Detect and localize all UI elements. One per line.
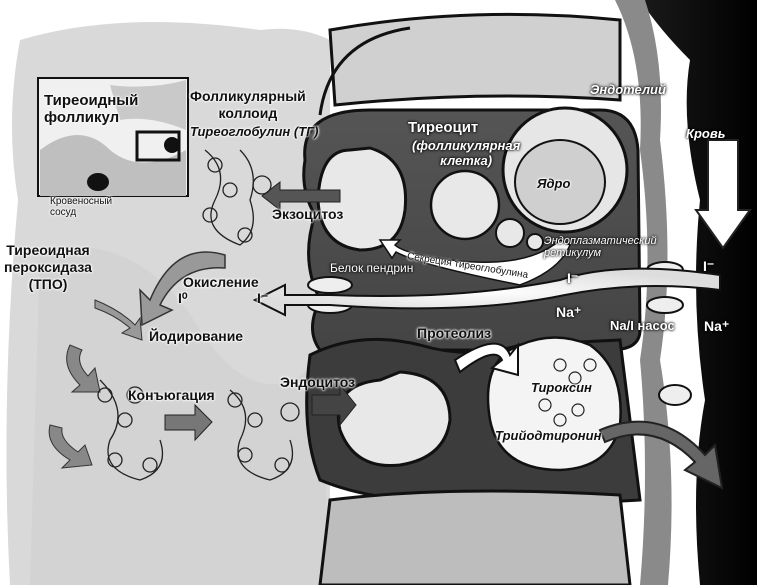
nai-pump-label: Na/I насос bbox=[610, 318, 675, 334]
endothelium-label: Эндотелий bbox=[590, 82, 666, 98]
thyroglobulin-label: Тиреоглобулин (ТГ) bbox=[190, 124, 318, 140]
sodium-left-label: Na⁺ bbox=[556, 304, 581, 320]
iodine-zero-label: I⁰ bbox=[178, 290, 188, 306]
oxidation-label: Окисление bbox=[183, 274, 259, 290]
bottom-cell-boundary bbox=[320, 491, 630, 585]
iodination-label: Йодирование bbox=[149, 328, 243, 344]
blood-label: Кровь bbox=[686, 126, 725, 142]
iodide-left-label: I⁻ bbox=[257, 290, 268, 306]
thyrocyte-sub-label: (фолликулярная клетка) bbox=[412, 138, 520, 168]
follicle-label: Тиреоидный фолликул bbox=[44, 92, 138, 126]
thyroxine-label: Тироксин bbox=[531, 380, 592, 396]
exocytosis-label: Экзоцитоз bbox=[272, 206, 343, 222]
conjugation-label: Конъюгация bbox=[128, 387, 215, 403]
er-label: Эндоплазматический ретикулум bbox=[544, 235, 657, 259]
iodide-mid-label: I⁻ bbox=[567, 270, 578, 286]
endocytosis-vesicle bbox=[338, 372, 450, 466]
nucleus-label: Ядро bbox=[537, 176, 570, 192]
upper-cell-boundary bbox=[330, 14, 620, 105]
iodide-right-label: I⁻ bbox=[703, 258, 714, 274]
triiodothyronine-label: Трийодтиронин bbox=[495, 428, 601, 444]
endocytosis-label: Эндоцитоз bbox=[280, 374, 355, 390]
thyrocyte-label: Тиреоцит bbox=[408, 120, 478, 136]
sodium-right-label: Na⁺ bbox=[704, 318, 729, 334]
hormone-channel bbox=[659, 385, 691, 405]
colloid-label: Фолликулярный коллоид bbox=[190, 88, 306, 122]
blood-vessel-inset-label: Кровеносный сосуд bbox=[50, 196, 112, 218]
pendrin-label: Белок пендрин bbox=[330, 262, 413, 274]
nai-pump-channel-bottom bbox=[647, 297, 683, 313]
proteolysis-label: Протеолиз bbox=[417, 325, 491, 341]
golgi-vesicle bbox=[431, 171, 499, 239]
pendrin-channel-top bbox=[308, 277, 352, 293]
tpo-label: Тиреоидная пероксидаза (ТПО) bbox=[4, 242, 92, 293]
